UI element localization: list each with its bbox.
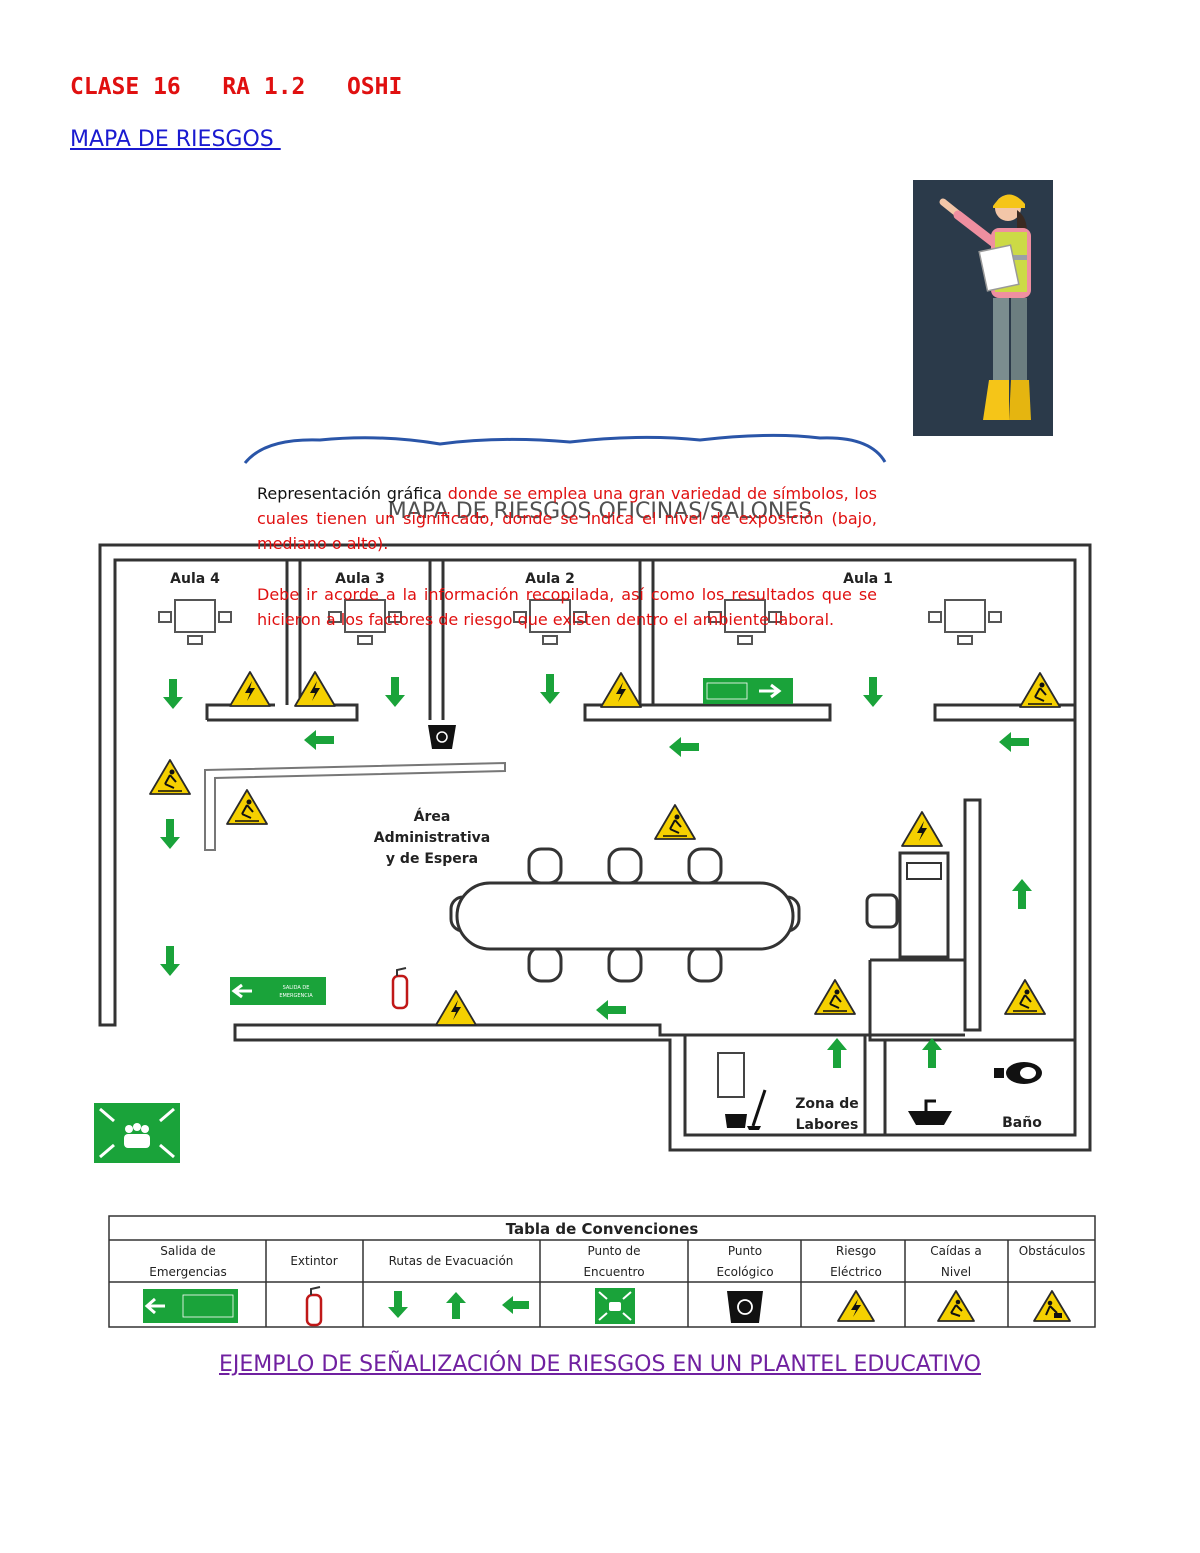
fall-risk-icon <box>814 979 856 1015</box>
conv-header-punto-1: Punto de <box>587 1244 640 1258</box>
conv-header-obstaculos: Obstáculos <box>1019 1244 1086 1258</box>
computer-icon <box>928 599 1002 645</box>
conv-header-punto-2: Encuentro <box>583 1265 644 1279</box>
arrow-left-icon <box>596 1000 626 1020</box>
recycling-bin-icon <box>428 725 456 749</box>
computer-icon <box>158 599 232 645</box>
page-subtitle: MAPA DE RIESGOS <box>70 127 281 152</box>
room-label-area-1: Área <box>414 808 451 825</box>
exit-sign <box>703 678 793 704</box>
conventions-table: Tabla de Convenciones Salida de Emergenc… <box>108 1215 1096 1328</box>
conv-obstacle-icon <box>1033 1290 1071 1322</box>
floor-plan: MAPA DE RIESGOS OFICINAS/SALONES Aula 4 … <box>98 499 1092 1152</box>
meeting-table <box>449 847 801 983</box>
conv-header-eco-1: Punto <box>728 1244 762 1258</box>
exit-sign-text-1: SALIDA DE <box>283 985 310 991</box>
conv-arrow-up-icon <box>446 1292 466 1319</box>
fall-risk-icon <box>226 789 268 825</box>
arrow-left-icon <box>304 730 334 750</box>
fall-risk-icon <box>654 804 696 840</box>
conv-header-riesgo-2: Eléctrico <box>830 1265 882 1279</box>
arrow-down-icon <box>385 677 405 707</box>
room-label-bano: Baño <box>1002 1115 1042 1131</box>
conv-header-extintor: Extintor <box>290 1254 337 1268</box>
arrow-down-icon <box>163 679 183 709</box>
definition-lead: Representación gráfica <box>257 484 448 503</box>
conv-header-rutas: Rutas de Evacuación <box>389 1254 514 1268</box>
conv-arrow-left-icon <box>502 1296 529 1314</box>
arrow-down-icon <box>160 946 180 976</box>
room-label-aula2: Aula 2 <box>525 571 575 587</box>
conv-electric-risk-icon <box>837 1290 875 1322</box>
room-label-area-3: y de Espera <box>386 851 478 867</box>
arrow-down-icon <box>540 674 560 704</box>
conv-meeting-point-icon <box>595 1288 635 1324</box>
sink-icon <box>908 1099 952 1125</box>
conv-extinguisher-icon <box>305 1286 323 1327</box>
room-label-area-2: Administrativa <box>374 830 490 846</box>
room-label-zona-1: Zona de <box>795 1096 859 1112</box>
conv-header-salida-1: Salida de <box>160 1244 215 1258</box>
conv-header-caidas-1: Caídas a <box>930 1244 981 1258</box>
mop-bucket-icon <box>725 1089 767 1130</box>
electric-risk-icon <box>435 990 477 1026</box>
room-label-aula4: Aula 4 <box>170 571 220 587</box>
meeting-point-icon <box>94 1103 180 1163</box>
arrow-down-icon <box>863 677 883 707</box>
worker-illustration <box>913 180 1053 436</box>
electric-risk-icon <box>229 671 271 707</box>
conv-arrow-down-icon <box>388 1291 408 1318</box>
definition-body: donde se emplea una gran variedad de sím… <box>257 484 877 553</box>
fall-risk-icon <box>1004 979 1046 1015</box>
arrow-up-icon <box>827 1038 847 1068</box>
exit-sign: SALIDA DE EMERGENCIA <box>230 977 326 1005</box>
arrow-up-icon <box>922 1038 942 1068</box>
conv-header-salida-2: Emergencias <box>149 1265 227 1279</box>
exit-sign-text-2: EMERGENCIA <box>279 993 313 999</box>
conventions-title: Tabla de Convenciones <box>506 1220 699 1238</box>
fall-risk-icon <box>1019 672 1061 708</box>
conv-exit-sign-icon <box>143 1289 238 1323</box>
arrow-left-icon <box>669 737 699 757</box>
room-label-zona-2: Labores <box>796 1117 859 1133</box>
desk <box>865 851 950 959</box>
fire-extinguisher-icon <box>391 967 409 1010</box>
bottom-caption: EJEMPLO DE SEÑALIZACIÓN DE RIESGOS EN UN… <box>219 1352 981 1377</box>
conv-recycling-icon <box>727 1291 763 1323</box>
room-label-aula3: Aula 3 <box>335 571 385 587</box>
plan-title: MAPA DE RIESGOS OFICINAS/SALONES <box>388 499 812 524</box>
wavy-divider <box>243 433 887 464</box>
arrow-up-icon <box>1012 879 1032 909</box>
electric-risk-icon <box>600 672 642 708</box>
conv-fall-risk-icon <box>937 1290 975 1322</box>
paragraph-guidance: Debe ir acorde a la información recopila… <box>257 585 877 629</box>
fall-risk-icon <box>149 759 191 795</box>
arrow-left-icon <box>999 732 1029 752</box>
room-label-aula1: Aula 1 <box>843 571 893 587</box>
arrow-down-icon <box>160 819 180 849</box>
paragraph-definition: Representación gráfica donde se emplea u… <box>257 481 877 556</box>
conv-header-caidas-2: Nivel <box>941 1265 971 1279</box>
cabinet <box>717 1052 745 1098</box>
conv-header-riesgo-1: Riesgo <box>836 1244 876 1258</box>
toilet-icon <box>994 1062 1042 1084</box>
header-title: CLASE 16 RA 1.2 OSHI <box>70 74 403 100</box>
electric-risk-icon <box>901 811 943 847</box>
conv-header-eco-2: Ecológico <box>716 1265 773 1279</box>
